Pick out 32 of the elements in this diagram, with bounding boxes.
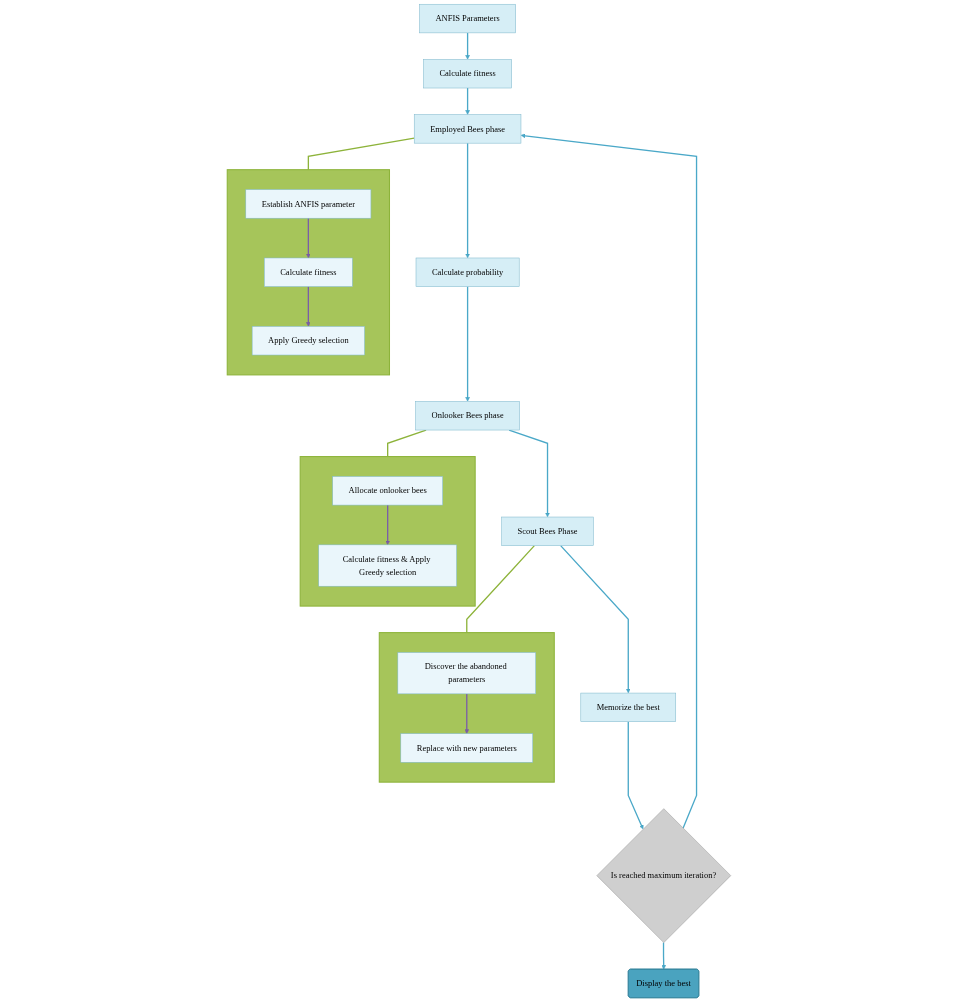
arrow [465, 32, 470, 60]
arrow [306, 217, 311, 259]
node-box: Calculate fitness & Apply Greedy selection [318, 544, 457, 587]
arrow [464, 693, 470, 734]
arrow [465, 142, 470, 259]
cluster [299, 456, 476, 607]
arrow [560, 545, 631, 694]
node-box: Memorize the best [580, 692, 676, 722]
node-box: Allocate onlooker bees [332, 476, 443, 506]
node-box: Discover the abandoned parameters [397, 652, 536, 695]
node-box: Replace with new parameters [400, 733, 533, 763]
node-box: Scout Bees Phase [501, 516, 594, 546]
node-box: Calculate fitness [264, 257, 353, 287]
node-box: Calculate probability [415, 257, 520, 287]
connector [466, 545, 536, 634]
node-box: Employed Bees phase [413, 114, 522, 144]
arrow [465, 87, 470, 115]
node-box: Onlooker Bees phase [415, 401, 520, 431]
node-box: Establish ANFIS parameter [245, 189, 372, 219]
arrow [627, 721, 644, 830]
arrow [661, 941, 667, 970]
arrow [306, 285, 311, 327]
node-box: Apply Greedy selection [251, 326, 365, 356]
node-box: ANFIS Parameters [419, 3, 516, 34]
arrow [385, 504, 390, 546]
cluster [378, 632, 555, 783]
connector [307, 137, 415, 171]
node-box: Calculate fitness [423, 59, 512, 89]
node-diamond: Is reached maximum iteration? [596, 808, 732, 943]
arrow [520, 133, 698, 829]
arrow [465, 285, 470, 402]
cluster [226, 169, 390, 376]
